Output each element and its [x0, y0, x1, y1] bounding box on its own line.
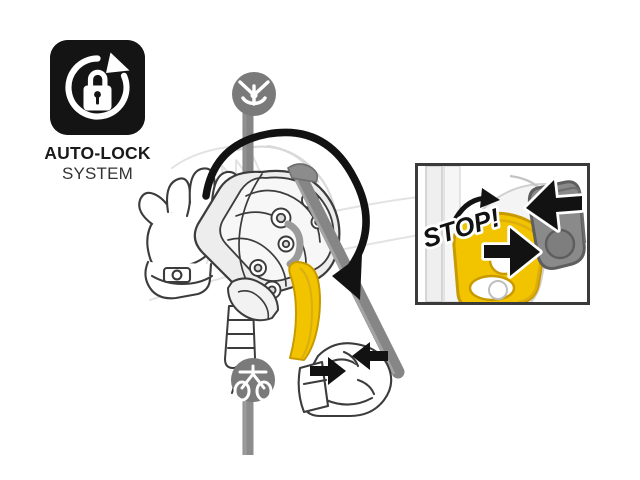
- harness-attachment-icon: [231, 358, 275, 402]
- lever-push-arrow: [523, 177, 585, 233]
- cam-rotation-arrow: [453, 188, 500, 221]
- yellow-cam-handle: [288, 261, 321, 361]
- cam-push-arrow: [481, 225, 543, 279]
- anchor-point-icon: [232, 72, 276, 116]
- clockwise-rotation-arrow: [202, 128, 370, 300]
- logo-line-2: SYSTEM: [61, 163, 134, 183]
- auto-lock-padlock-rotation-icon: [50, 40, 145, 135]
- auto-lock-logo-block: AUTO-LOCK SYSTEM: [40, 40, 155, 183]
- inset-artwork: STOP!: [418, 166, 587, 302]
- squeeze-grip-arrows: [310, 342, 388, 385]
- detail-close-up-panel: STOP!: [415, 163, 590, 305]
- logo-line-1: AUTO-LOCK: [44, 143, 151, 163]
- logo-caption: AUTO-LOCK SYSTEM: [40, 143, 155, 183]
